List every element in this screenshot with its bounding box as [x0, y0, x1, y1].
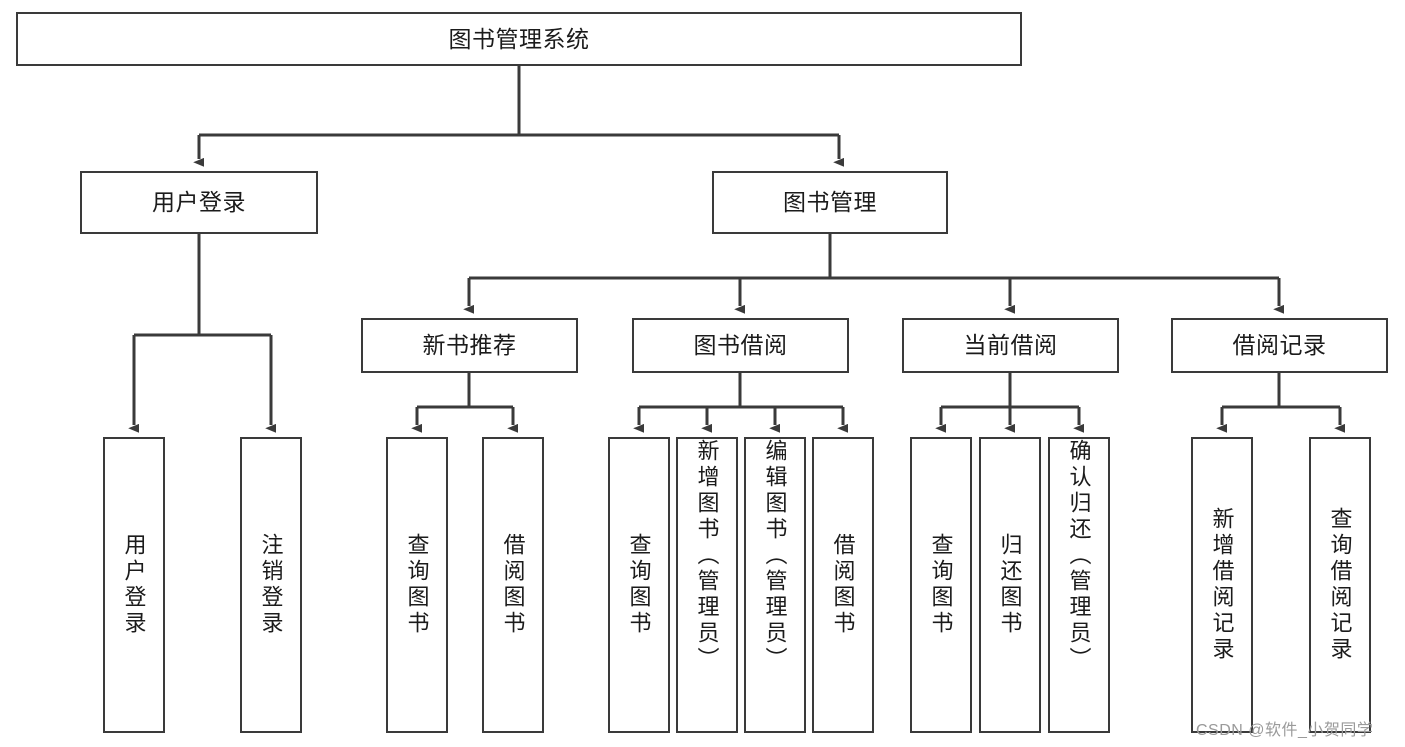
node-label: 新增图书（管理员）	[694, 439, 720, 673]
leaf-edit-book-admin[interactable]: 编辑图书（管理员）	[744, 437, 806, 733]
leaf-query-borrow-record[interactable]: 查询借阅记录	[1309, 437, 1371, 733]
node-label: 查询图书	[404, 533, 430, 637]
node-label: 当前借阅	[963, 332, 1058, 359]
leaf-confirm-return-admin[interactable]: 确认归还（管理员）	[1048, 437, 1110, 733]
leaf-borrow-book-recommend[interactable]: 借阅图书	[482, 437, 544, 733]
leaf-query-book-recommend[interactable]: 查询图书	[386, 437, 448, 733]
node-root-book-management-system[interactable]: 图书管理系统	[16, 12, 1022, 66]
node-label: 确认归还（管理员）	[1066, 439, 1092, 673]
node-book-management[interactable]: 图书管理	[712, 171, 948, 234]
node-label: 新书推荐	[422, 332, 517, 359]
leaf-return-book[interactable]: 归还图书	[979, 437, 1041, 733]
node-book-borrow[interactable]: 图书借阅	[632, 318, 849, 373]
leaf-query-book-current[interactable]: 查询图书	[910, 437, 972, 733]
leaf-borrow-book[interactable]: 借阅图书	[812, 437, 874, 733]
node-new-book-recommend[interactable]: 新书推荐	[361, 318, 578, 373]
node-label: 归还图书	[997, 533, 1023, 637]
leaf-add-borrow-record[interactable]: 新增借阅记录	[1191, 437, 1253, 733]
node-label: 查询借阅记录	[1327, 507, 1353, 663]
node-label: 图书管理	[783, 189, 877, 216]
node-label: 借阅图书	[830, 533, 856, 637]
node-label: 编辑图书（管理员）	[762, 439, 788, 673]
node-label: 图书管理系统	[448, 25, 590, 52]
node-label: 注销登录	[258, 533, 284, 637]
node-label: 查询图书	[626, 533, 652, 637]
node-label: 新增借阅记录	[1209, 507, 1235, 663]
node-current-borrow[interactable]: 当前借阅	[902, 318, 1119, 373]
node-label: 借阅记录	[1232, 332, 1327, 359]
node-label: 用户登录	[152, 189, 246, 216]
leaf-user-login[interactable]: 用户登录	[103, 437, 165, 733]
leaf-add-book-admin[interactable]: 新增图书（管理员）	[676, 437, 738, 733]
node-label: 借阅图书	[500, 533, 526, 637]
node-label: 图书借阅	[693, 332, 788, 359]
csdn-watermark: CSDN @软件_小贺同学	[1196, 722, 1374, 739]
leaf-logout-login[interactable]: 注销登录	[240, 437, 302, 733]
node-user-login[interactable]: 用户登录	[80, 171, 318, 234]
node-borrow-record[interactable]: 借阅记录	[1171, 318, 1388, 373]
node-label: 用户登录	[121, 533, 147, 637]
leaf-query-book-borrow[interactable]: 查询图书	[608, 437, 670, 733]
node-label: 查询图书	[928, 533, 954, 637]
